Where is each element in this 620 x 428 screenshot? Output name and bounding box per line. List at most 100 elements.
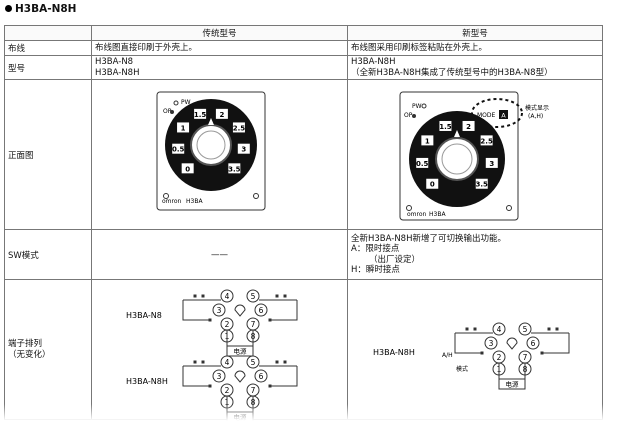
contact-point (201, 360, 205, 364)
socket-key (506, 337, 518, 350)
dial-scale-label: 0.5 (416, 160, 429, 168)
brand-label: omron (162, 198, 182, 205)
contact-point (555, 327, 559, 331)
ah-label: A/H (442, 352, 453, 359)
pw-label: PW (412, 103, 422, 110)
dial-label-box (439, 120, 452, 131)
mode-label: MODE (477, 112, 496, 119)
dial-scale-label: 3 (241, 146, 246, 154)
contact-point (201, 294, 205, 298)
dial-label-box (480, 135, 493, 146)
model-label: H3BA (429, 211, 446, 218)
dial-scale-label: 1 (181, 124, 186, 132)
pin-label: 2 (497, 353, 502, 362)
pin-label: 5 (523, 325, 528, 334)
brand-label: omron (407, 211, 427, 218)
dial-label-box (194, 108, 207, 119)
dial-scale-label: 2 (219, 111, 224, 119)
wire (182, 300, 210, 321)
dial-scale-label: 0 (430, 181, 435, 189)
dial-scale-label: 0.5 (172, 146, 185, 154)
socket-key (234, 304, 246, 317)
op-label: OP (404, 112, 413, 119)
pin-label: 3 (489, 339, 494, 348)
dial-label-box (237, 143, 250, 154)
pin-label: 7 (251, 320, 256, 329)
pin-label: 6 (259, 372, 264, 381)
pin-3 (212, 369, 226, 383)
dial-label-box (426, 178, 439, 189)
contact-point (193, 360, 197, 364)
power-label: 电源 (234, 347, 248, 356)
terminal-new-label: H3BA-N8H (373, 348, 415, 357)
wire (454, 333, 482, 354)
dial-label-box (177, 122, 190, 133)
dial-scale-label: 1 (425, 137, 430, 145)
dial-scale-label: 2.5 (233, 124, 246, 132)
mode-switch-label: 模式 (456, 365, 468, 373)
dial-label-box (172, 143, 185, 154)
callout-text-2: (A,H) (528, 113, 543, 120)
dial-label-box (475, 178, 488, 189)
pin-3 (484, 336, 498, 350)
dial-label-box (485, 157, 498, 168)
dial-label-box (228, 163, 241, 174)
contact-point (283, 294, 287, 298)
pin-label: 4 (497, 325, 502, 334)
heading-text: H3BA-N8H (15, 3, 77, 15)
bullet-icon (5, 5, 12, 12)
pin-label: 7 (251, 386, 256, 395)
contact-point (473, 327, 477, 331)
row-label-model: 型号 (4, 55, 92, 80)
dial-scale-label: 1.5 (194, 111, 207, 119)
comparison-table: 传统型号 新型号 布线 布线图直接印刷于外壳上。 布线图采用印刷标签粘贴在外壳上… (4, 25, 603, 420)
pin-label: 2 (225, 320, 230, 329)
contact-point (275, 294, 279, 298)
pin-4 (492, 322, 506, 336)
pin-label: 3 (217, 372, 222, 381)
wire (542, 333, 570, 354)
terminal-old-label-1: H3BA-N8 (126, 311, 162, 320)
pin-label: 6 (531, 339, 536, 348)
dial-scale-label: 2.5 (480, 137, 493, 145)
col-header-new: 新型号 (347, 25, 603, 41)
model-label: H3BA (186, 198, 203, 205)
terminal-diagram-old-1: 12345678电源 (182, 289, 298, 357)
dial-label-box (181, 163, 194, 174)
power-label: 电源 (506, 380, 520, 389)
dial-scale-label: 3 (489, 160, 494, 168)
dip-indicator (205, 184, 219, 190)
contact-point (208, 384, 212, 388)
contact-point (193, 294, 197, 298)
pin-5 (246, 355, 260, 369)
pin-4 (220, 355, 234, 369)
dial-label-box (215, 108, 228, 119)
pin-6 (254, 369, 268, 383)
dial-scale-label: 0 (185, 165, 190, 173)
page-heading: H3BA-N8H (5, 3, 76, 15)
contact-point (208, 318, 212, 322)
pin-4 (220, 289, 234, 303)
dial-label-box (232, 122, 245, 133)
dial-scale-label: 2 (466, 123, 471, 131)
pin-6 (254, 303, 268, 317)
contact-point (268, 384, 272, 388)
dial-scale-label: 1.5 (439, 123, 452, 131)
pin-5 (518, 322, 532, 336)
contact-point (465, 327, 469, 331)
contact-point (547, 327, 551, 331)
pin-6 (526, 336, 540, 350)
pin-label: 7 (523, 353, 528, 362)
wire (270, 300, 298, 321)
pin-label: 4 (225, 358, 230, 367)
dial-label-box (416, 157, 429, 168)
contact-point (275, 360, 279, 364)
pin-label: 4 (225, 292, 230, 301)
contact-point (283, 360, 287, 364)
terminal-diagram-new: 12345678电源A/H模式 (442, 322, 570, 390)
